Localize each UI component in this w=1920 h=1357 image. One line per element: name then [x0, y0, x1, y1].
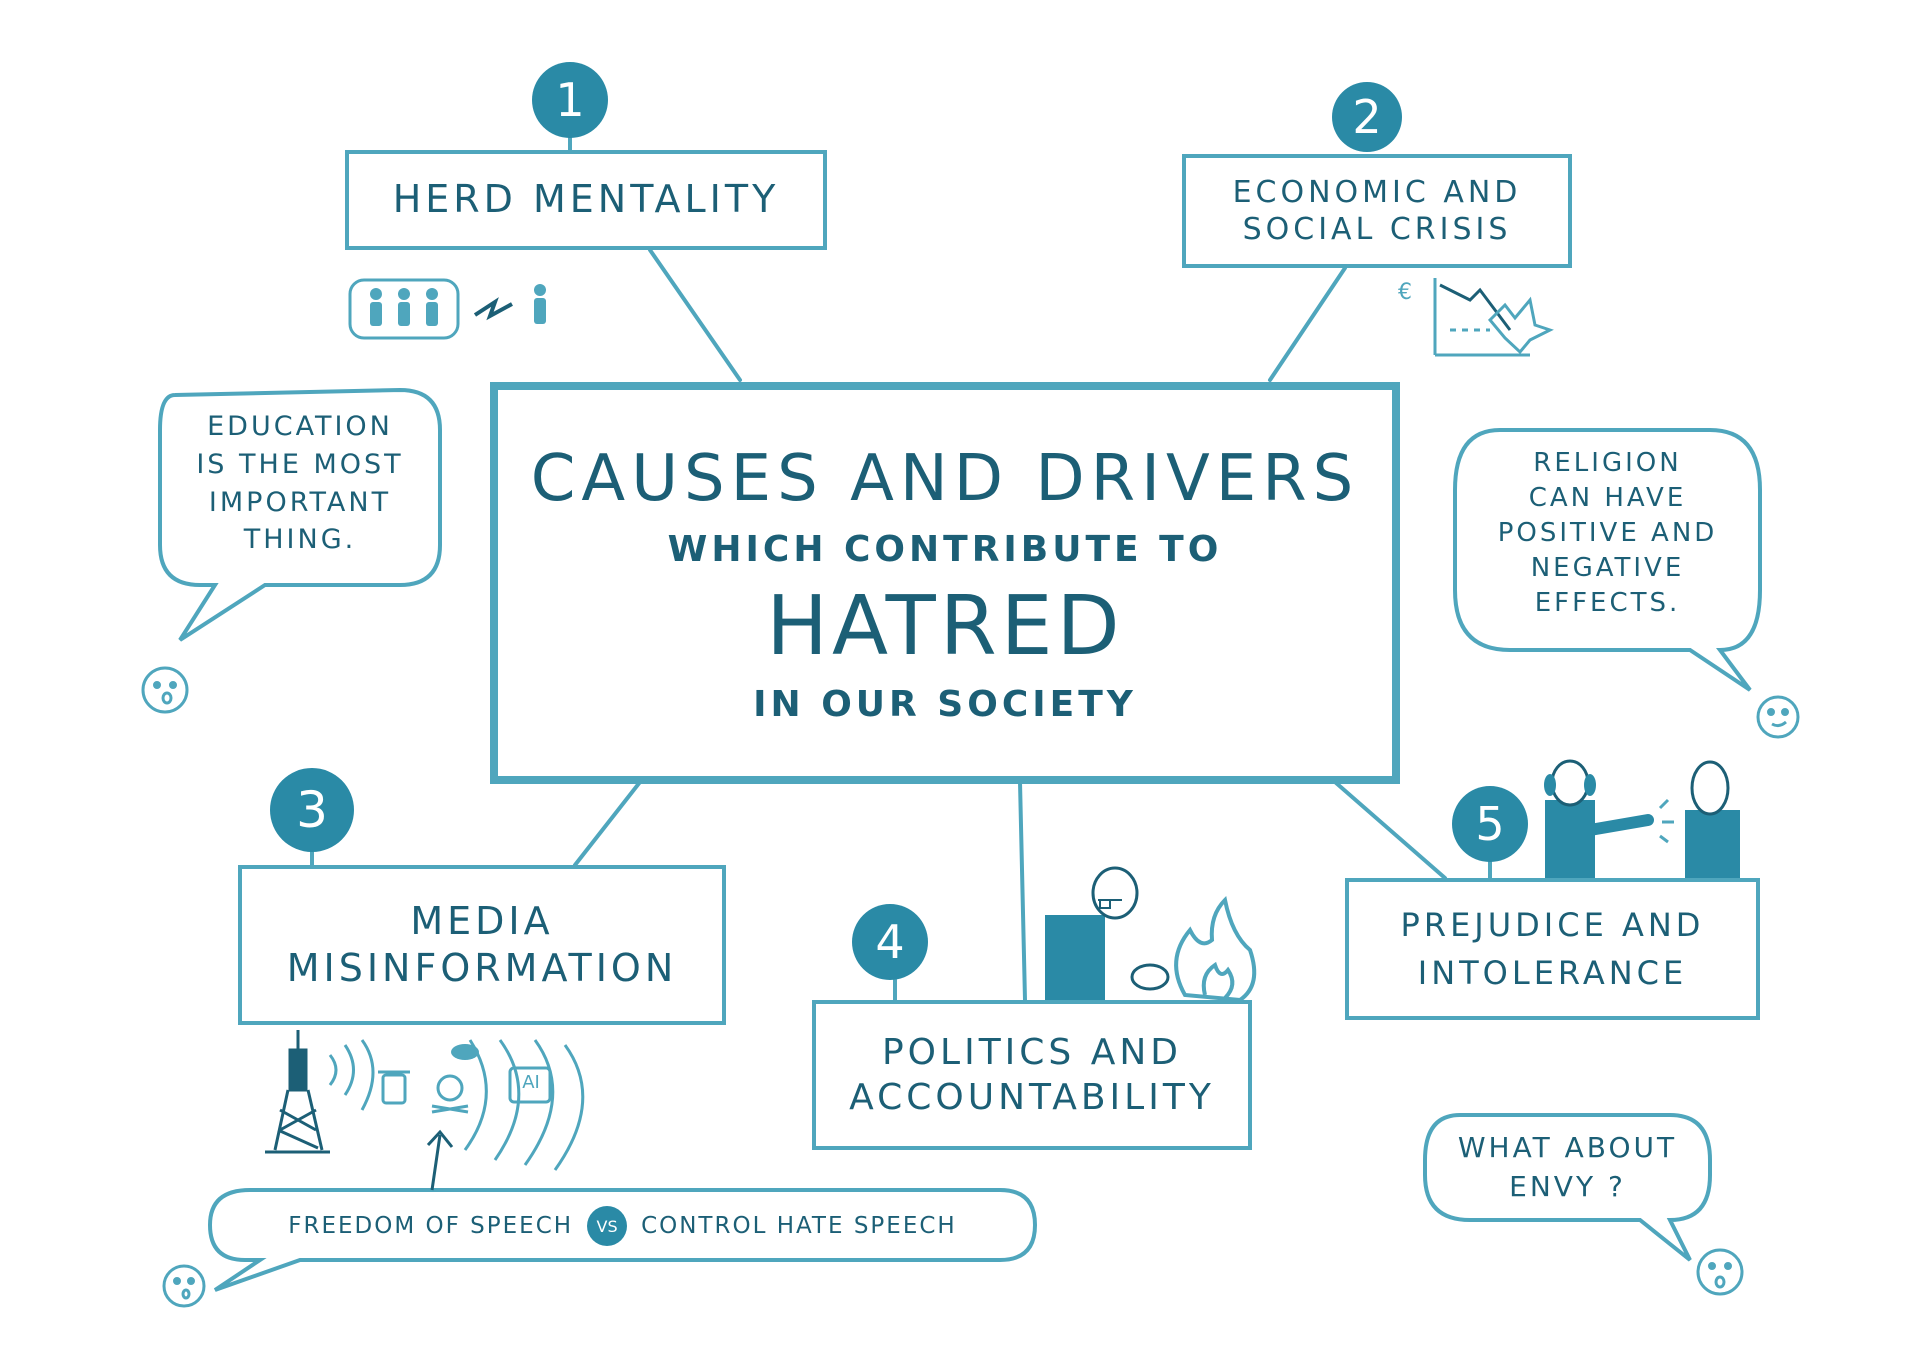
education-line-3: IMPORTANT [170, 484, 430, 522]
cause-prejudice-intolerance: PREJUDICE AND INTOLERANCE [1345, 878, 1760, 1020]
face-icon-speech [164, 1266, 204, 1306]
education-line-1: EDUCATION [170, 408, 430, 446]
vs-badge: VS [587, 1206, 627, 1246]
fire-icon [1176, 900, 1254, 1000]
badge-2: 2 [1332, 82, 1402, 152]
trash-icon [378, 1072, 410, 1103]
central-subtitle: WHICH CONTRIBUTE TO [668, 529, 1223, 570]
central-box: CAUSES AND DRIVERS WHICH CONTRIBUTE TO H… [490, 382, 1400, 784]
cause-2-line1: ECONOMIC AND [1233, 174, 1522, 212]
education-line-2: IS THE MOST [170, 446, 430, 484]
pointing-figures-icon [1544, 761, 1740, 878]
face-icon-education [143, 668, 187, 712]
falling-chart-icon [1435, 278, 1550, 355]
religion-line-2: CAN HAVE [1465, 481, 1750, 516]
cause-5-line2: INTOLERANCE [1418, 953, 1687, 993]
badge-4: 4 [852, 904, 928, 980]
politician-icon [1045, 868, 1168, 1003]
antenna-tower-icon [265, 1030, 330, 1152]
badge-1: 1 [532, 62, 608, 138]
connector-2 [1270, 268, 1345, 380]
cause-4-line1: POLITICS AND [882, 1030, 1182, 1075]
control-hate-speech-label: CONTROL HATE SPEECH [641, 1213, 957, 1239]
central-title: CAUSES AND DRIVERS [531, 441, 1360, 518]
face-icon-envy [1698, 1250, 1742, 1294]
envy-line-2: ENVY ? [1430, 1167, 1705, 1206]
face-icon-religion [1758, 697, 1798, 737]
crowd-icon [350, 280, 546, 338]
badge-3: 3 [270, 768, 354, 852]
cloud-icon [451, 1044, 479, 1060]
central-footer: IN OUR SOCIETY [753, 684, 1137, 725]
cause-economic-social-crisis: ECONOMIC AND SOCIAL CRISIS [1182, 154, 1572, 268]
euro-icon: € [1398, 280, 1412, 305]
education-line-4: THING. [170, 521, 430, 559]
religion-line-3: POSITIVE AND [1465, 516, 1750, 551]
connector-3 [575, 782, 640, 865]
cause-herd-mentality: HERD MENTALITY [345, 150, 827, 250]
freedom-of-speech-label: FREEDOM OF SPEECH [288, 1213, 573, 1239]
skull-icon [432, 1076, 468, 1112]
connector-4 [1020, 782, 1025, 1000]
cause-2-line2: SOCIAL CRISIS [1243, 211, 1512, 249]
badge-5: 5 [1452, 786, 1528, 862]
cause-3-line1: MEDIA [410, 898, 553, 946]
pointer-arrow [428, 1132, 452, 1190]
religion-line-5: EFFECTS. [1465, 586, 1750, 621]
signal-waves [330, 1040, 583, 1170]
cause-5-line1: PREJUDICE AND [1401, 905, 1705, 945]
cause-1-label: HERD MENTALITY [393, 176, 780, 224]
connector-5 [1335, 782, 1445, 878]
speech-debate-text: FREEDOM OF SPEECH VS CONTROL HATE SPEECH [220, 1204, 1025, 1248]
connector-1 [650, 250, 740, 380]
envy-quote: WHAT ABOUT ENVY ? [1430, 1128, 1705, 1206]
religion-line-4: NEGATIVE [1465, 551, 1750, 586]
ai-chip-label: AI [516, 1072, 546, 1093]
education-quote: EDUCATION IS THE MOST IMPORTANT THING. [170, 408, 430, 559]
cause-media-misinformation: MEDIA MISINFORMATION [238, 865, 726, 1025]
central-main: HATRED [766, 582, 1123, 672]
religion-line-1: RELIGION [1465, 446, 1750, 481]
cause-politics-accountability: POLITICS AND ACCOUNTABILITY [812, 1000, 1252, 1150]
religion-quote: RELIGION CAN HAVE POSITIVE AND NEGATIVE … [1465, 446, 1750, 621]
cause-4-line2: ACCOUNTABILITY [849, 1075, 1215, 1120]
cause-3-line2: MISINFORMATION [287, 945, 678, 993]
envy-line-1: WHAT ABOUT [1430, 1128, 1705, 1167]
